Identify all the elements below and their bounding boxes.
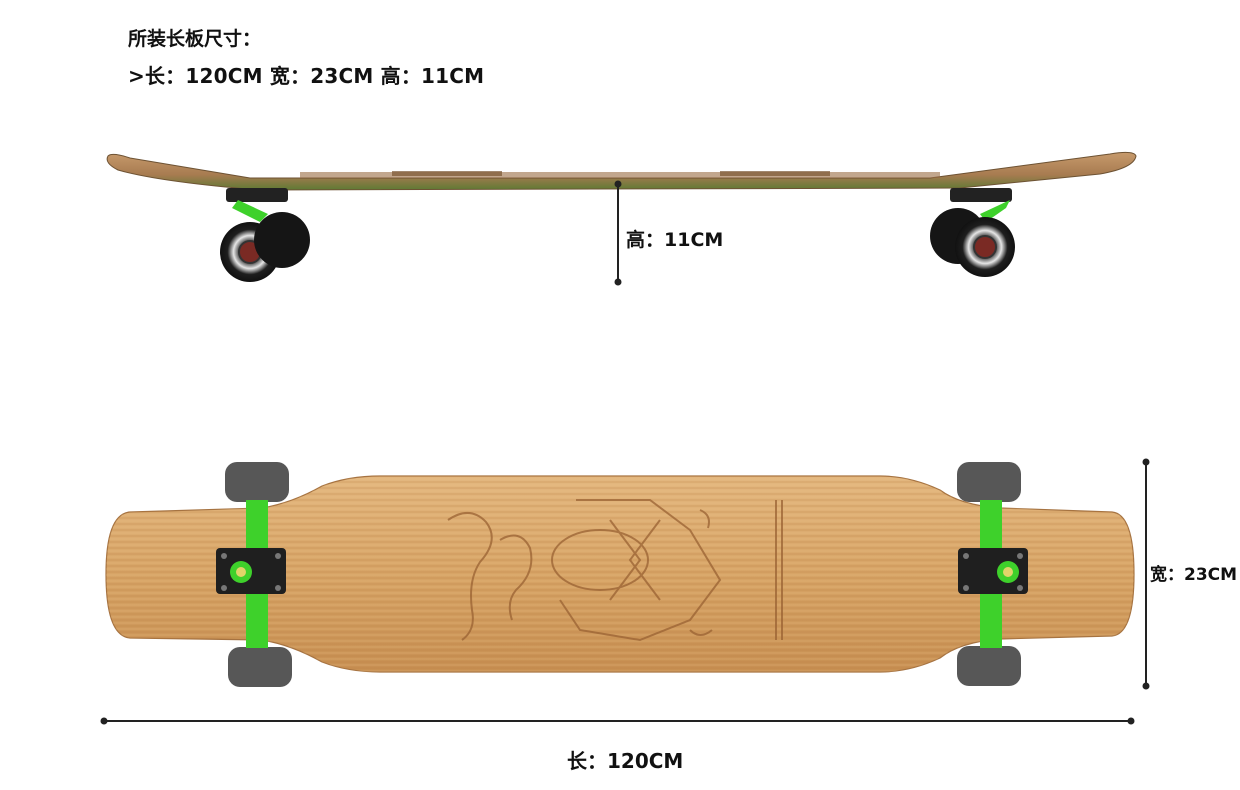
truck-left (216, 500, 286, 648)
wheel-top-left (225, 462, 289, 502)
side-truck-right (930, 188, 1015, 277)
height-label: 高：11CM (626, 229, 724, 251)
height-dimension (614, 180, 622, 286)
side-deck (106, 151, 1137, 191)
width-label: 宽：23CM (1150, 565, 1238, 585)
side-view (106, 151, 1137, 286)
header-title: 所装长板尺寸： (128, 28, 262, 50)
side-truck-left (220, 188, 310, 282)
length-dimension (100, 717, 1135, 725)
truck-right (958, 500, 1028, 648)
width-dimension (1142, 458, 1150, 690)
length-label: 长：120CM (567, 749, 684, 773)
engraved-graphic (447, 499, 783, 642)
wheel-bottom-right (957, 646, 1021, 686)
wheel-bottom-left (228, 647, 292, 687)
top-view (100, 458, 1150, 725)
wheel-top-right (957, 462, 1021, 502)
header-specs: >长：120CM 宽：23CM 高：11CM (128, 64, 485, 88)
